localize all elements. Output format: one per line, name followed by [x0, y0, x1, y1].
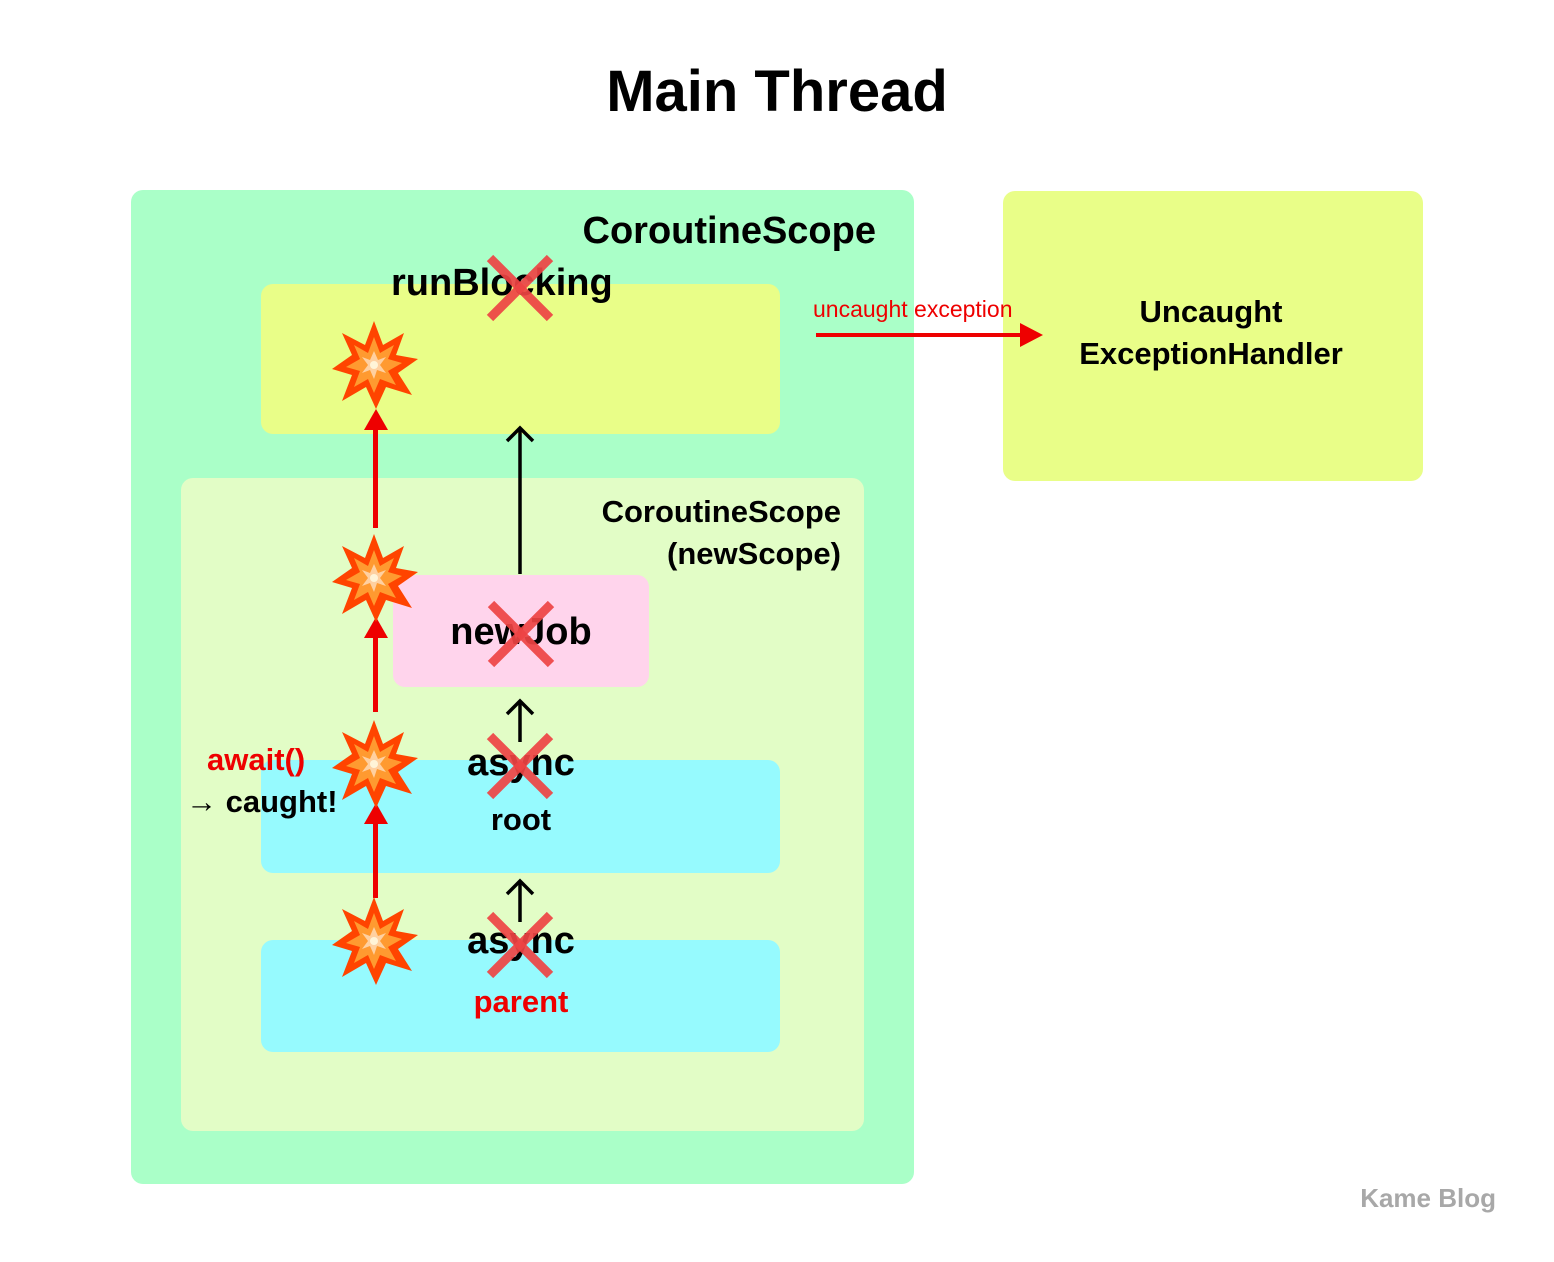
explosion-icon — [332, 897, 418, 985]
explosion-icon — [332, 321, 418, 409]
red-arrow-2 — [364, 617, 388, 712]
exception-handler-line1: Uncaught — [1139, 294, 1283, 329]
exception-handler-box — [1003, 191, 1423, 481]
cancel-cross-icon — [490, 736, 550, 796]
async-root-sublabel: root — [490, 802, 552, 837]
outer-scope-label: CoroutineScope — [582, 210, 876, 252]
await-note-line1: await() — [207, 742, 306, 777]
black-arrow-newjob — [505, 698, 535, 742]
uncaught-exception-label: uncaught exception — [813, 296, 1013, 322]
red-arrow-to-handler — [816, 323, 1043, 347]
exception-handler-line2: ExceptionHandler — [1079, 336, 1343, 371]
watermark: Kame Blog — [1360, 1183, 1496, 1213]
async-root-box — [261, 760, 780, 873]
explosion-icon — [332, 720, 418, 808]
cancel-cross-icon — [490, 258, 550, 318]
page-title: Main Thread — [606, 59, 948, 124]
explosion-icon — [332, 534, 418, 622]
black-arrow-root — [505, 878, 535, 922]
inner-scope-label-line1: CoroutineScope — [601, 494, 841, 529]
black-arrow-runblocking — [505, 425, 535, 574]
async-parent-box — [261, 940, 780, 1052]
inner-scope-label-line2: (newScope) — [667, 536, 841, 571]
red-arrow-1 — [364, 803, 388, 898]
await-note-line2: → caught! — [186, 784, 338, 819]
cancel-cross-icon — [490, 915, 550, 975]
red-arrow-3 — [364, 409, 388, 528]
cancel-cross-icon — [491, 604, 551, 664]
async-parent-sublabel: parent — [473, 984, 569, 1019]
